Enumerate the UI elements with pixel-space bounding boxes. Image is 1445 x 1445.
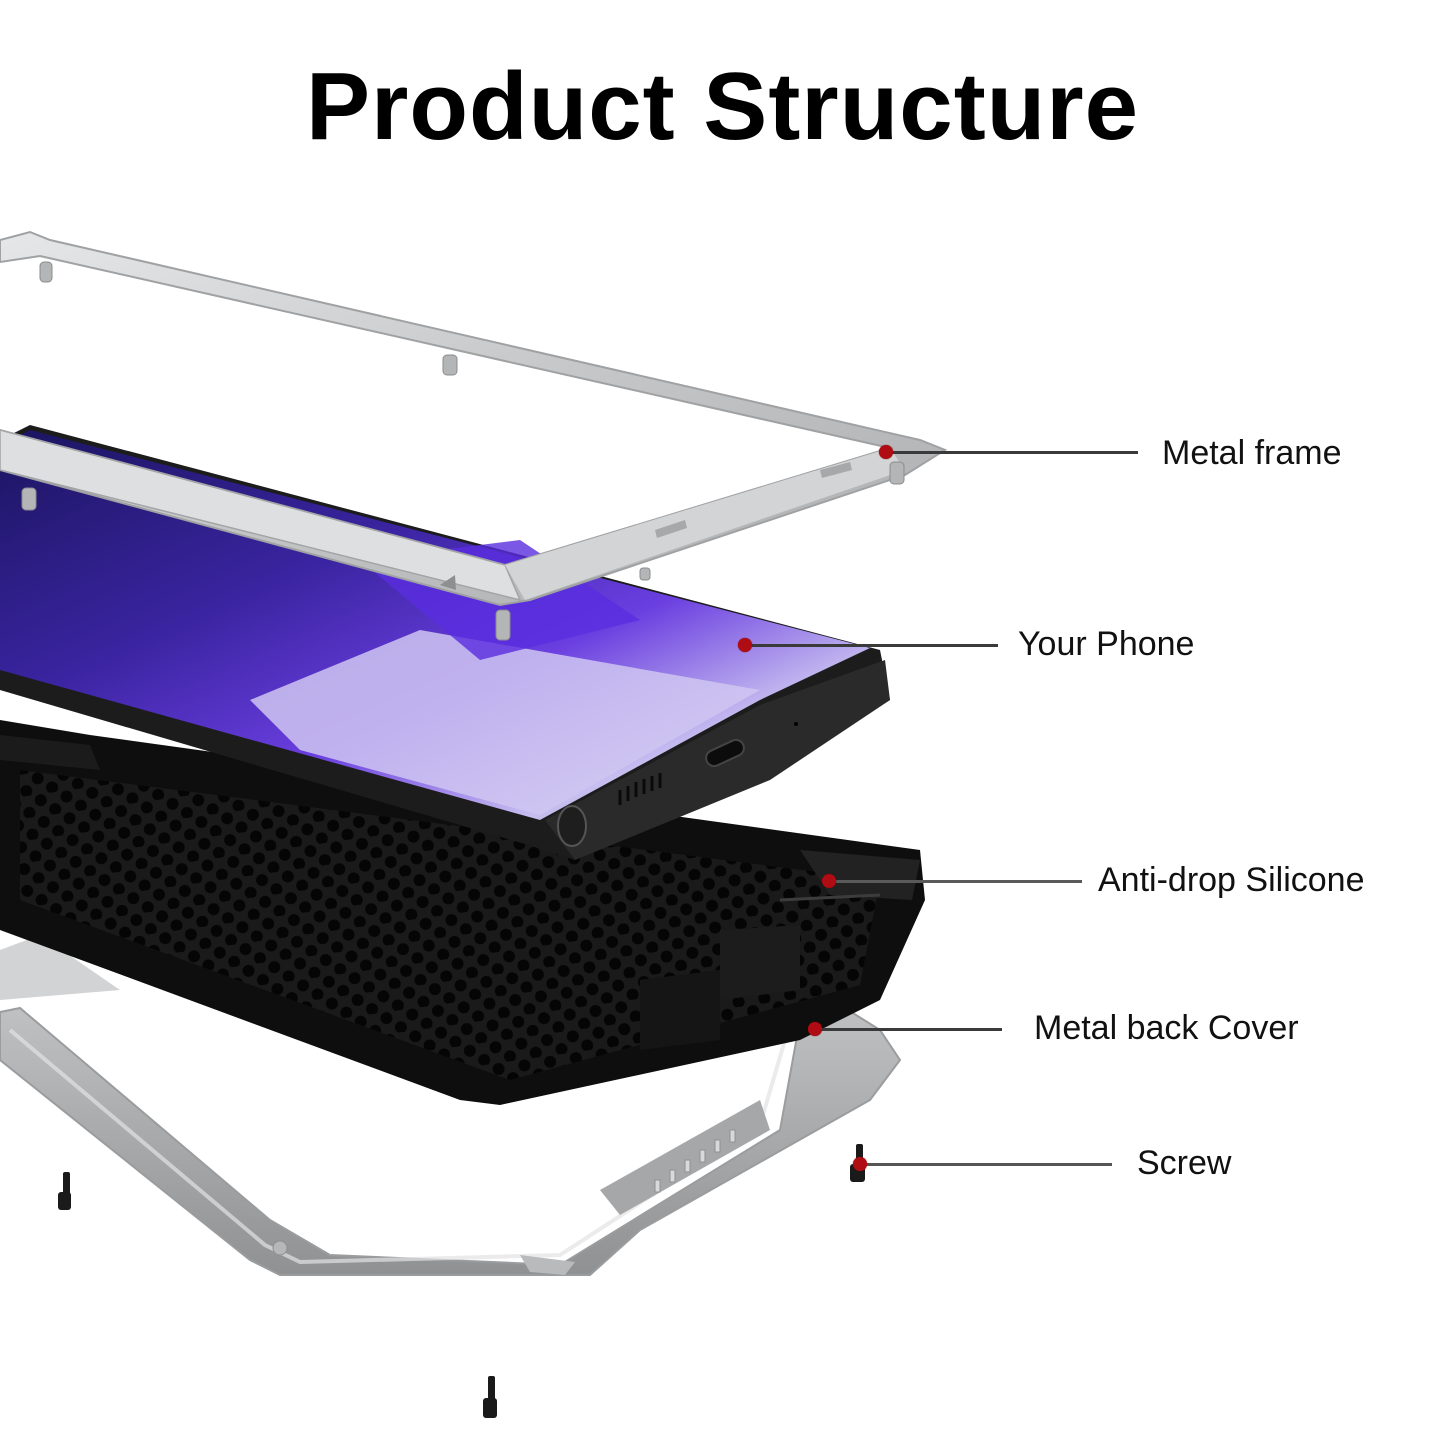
callout-label-metal-back-cover: Metal back Cover	[1034, 1009, 1299, 1047]
screw-left	[58, 1172, 71, 1210]
callout-label-your-phone: Your Phone	[1018, 625, 1195, 663]
screws	[58, 1144, 865, 1418]
screw-bottom	[483, 1376, 497, 1418]
callout-dot-icon	[853, 1157, 867, 1171]
anti-drop-silicone-shape	[0, 720, 925, 1105]
callout-label-metal-frame: Metal frame	[1162, 434, 1342, 472]
leader-line	[829, 880, 1082, 883]
page-title: Product Structure	[305, 53, 1140, 160]
leader-line	[860, 1163, 1112, 1166]
leader-line	[745, 644, 998, 647]
leader-line	[815, 1028, 1002, 1031]
callout-dot-icon	[738, 638, 752, 652]
callout-label-anti-drop-silicone: Anti-drop Silicone	[1098, 861, 1365, 899]
metal-frame-shape	[0, 230, 948, 641]
callout-dot-icon	[808, 1022, 822, 1036]
callout-dot-icon	[879, 445, 893, 459]
leader-line	[886, 451, 1138, 454]
callout-label-screw: Screw	[1137, 1144, 1232, 1182]
callout-dot-icon	[822, 874, 836, 888]
